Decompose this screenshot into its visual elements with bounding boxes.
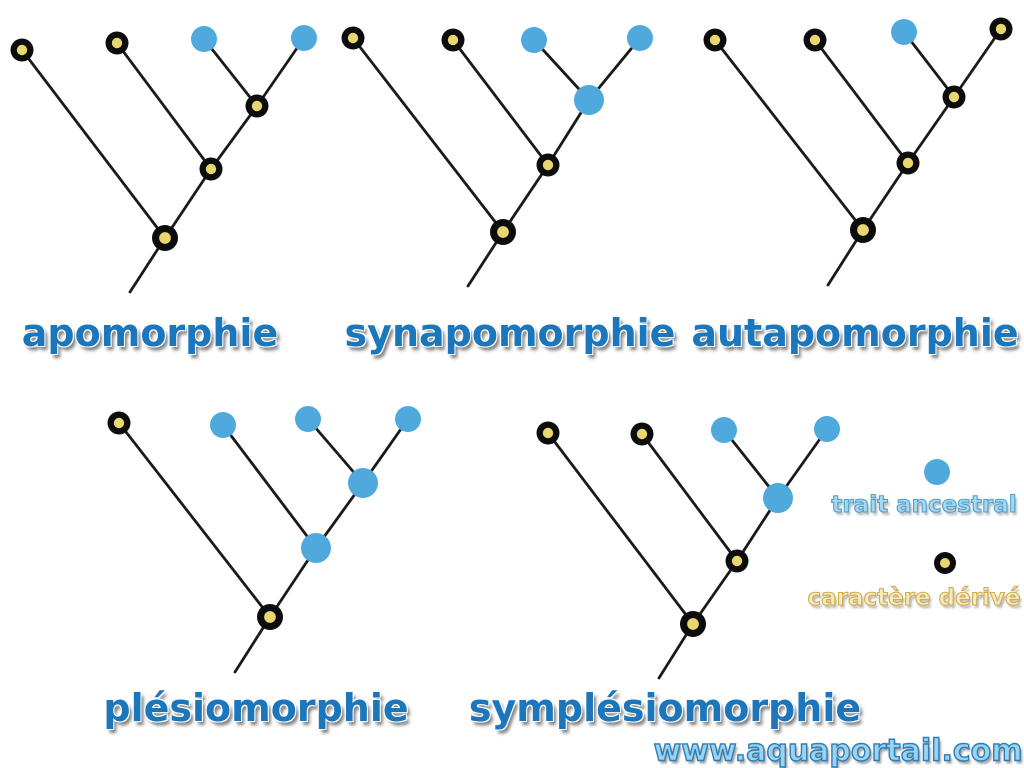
cladogram-synapomorphie xyxy=(341,25,653,288)
derived-character-node-center xyxy=(347,32,359,44)
ancestral-trait-node xyxy=(395,406,421,432)
branch-line xyxy=(255,36,306,108)
branch-line xyxy=(640,432,739,563)
derived-character-node-center xyxy=(731,555,743,567)
derived-character-node-center xyxy=(902,157,914,169)
branch-line xyxy=(813,38,910,165)
branch-line xyxy=(221,423,318,550)
branch-line xyxy=(546,431,695,626)
branch-line xyxy=(501,163,550,234)
cladogram-autapomorphie xyxy=(703,17,1013,287)
ancestral-trait-node xyxy=(348,468,378,498)
legend-label-derived-character: caractère dérivé xyxy=(807,584,1021,611)
tree-label-plesiomorphie: plésiomorphie xyxy=(103,686,409,730)
derived-character-node-center xyxy=(857,224,869,236)
ancestral-trait-node xyxy=(295,406,321,432)
ancestral-trait-node xyxy=(711,417,737,443)
branch-line xyxy=(117,421,272,619)
derived-character-node-center xyxy=(111,37,123,49)
branch-line xyxy=(861,161,910,232)
tree-label-synapomorphie: synapomorphie xyxy=(344,311,676,355)
branch-line xyxy=(451,38,550,167)
branch-line xyxy=(351,36,505,234)
branch-line xyxy=(713,38,865,232)
ancestral-trait-node xyxy=(763,483,793,513)
tree-label-autapomorphie: autapomorphie xyxy=(691,311,1019,355)
derived-character-node-center xyxy=(948,91,960,103)
derived-character-node-center xyxy=(205,163,217,175)
derived-character-node-center xyxy=(636,428,648,440)
branch-line xyxy=(209,104,259,171)
ancestral-trait-node xyxy=(574,85,604,115)
derived-character-node-icon xyxy=(934,552,956,574)
branch-line xyxy=(202,37,259,108)
derived-character-node-center xyxy=(16,44,28,56)
derived-character-node-center xyxy=(542,427,554,439)
ancestral-trait-node xyxy=(301,533,331,563)
branch-line xyxy=(163,167,213,240)
branch-line xyxy=(902,30,956,99)
ancestral-trait-node xyxy=(814,416,840,442)
cladogram-symplesiomorphie xyxy=(536,416,840,680)
watermark-url: www.aquaportail.com xyxy=(653,733,1023,768)
derived-character-node-center xyxy=(159,232,171,244)
branch-line xyxy=(906,95,956,165)
ancestral-trait-node xyxy=(521,27,547,53)
branch-line xyxy=(952,27,1003,99)
derived-character-node-center xyxy=(542,159,554,171)
tree-label-symplesiomorphie: symplésiomorphie xyxy=(468,686,862,730)
derived-character-node-center xyxy=(251,100,263,112)
ancestral-trait-node xyxy=(627,25,653,51)
ancestral-trait-node xyxy=(191,26,217,52)
cladogram-apomorphie xyxy=(10,25,317,294)
derived-character-node-center xyxy=(113,417,125,429)
derived-character-node-center xyxy=(809,34,821,46)
derived-character-node-center xyxy=(995,23,1007,35)
cladogram-plesiomorphie xyxy=(107,406,421,674)
legend-label-ancestral-trait: trait ancestral xyxy=(831,491,1017,518)
branch-line xyxy=(115,41,213,171)
ancestral-trait-node xyxy=(891,19,917,45)
ancestral-trait-node xyxy=(291,25,317,51)
branch-line xyxy=(20,48,167,240)
ancestral-trait-node xyxy=(210,412,236,438)
tree-label-apomorphie: apomorphie xyxy=(21,311,279,355)
derived-character-node-center xyxy=(447,34,459,46)
derived-character-node-center xyxy=(497,226,509,238)
ancestral-trait-node-icon xyxy=(924,459,950,485)
derived-character-node-center xyxy=(709,34,721,46)
derived-character-node-center xyxy=(264,611,276,623)
derived-character-node-center xyxy=(687,618,699,630)
